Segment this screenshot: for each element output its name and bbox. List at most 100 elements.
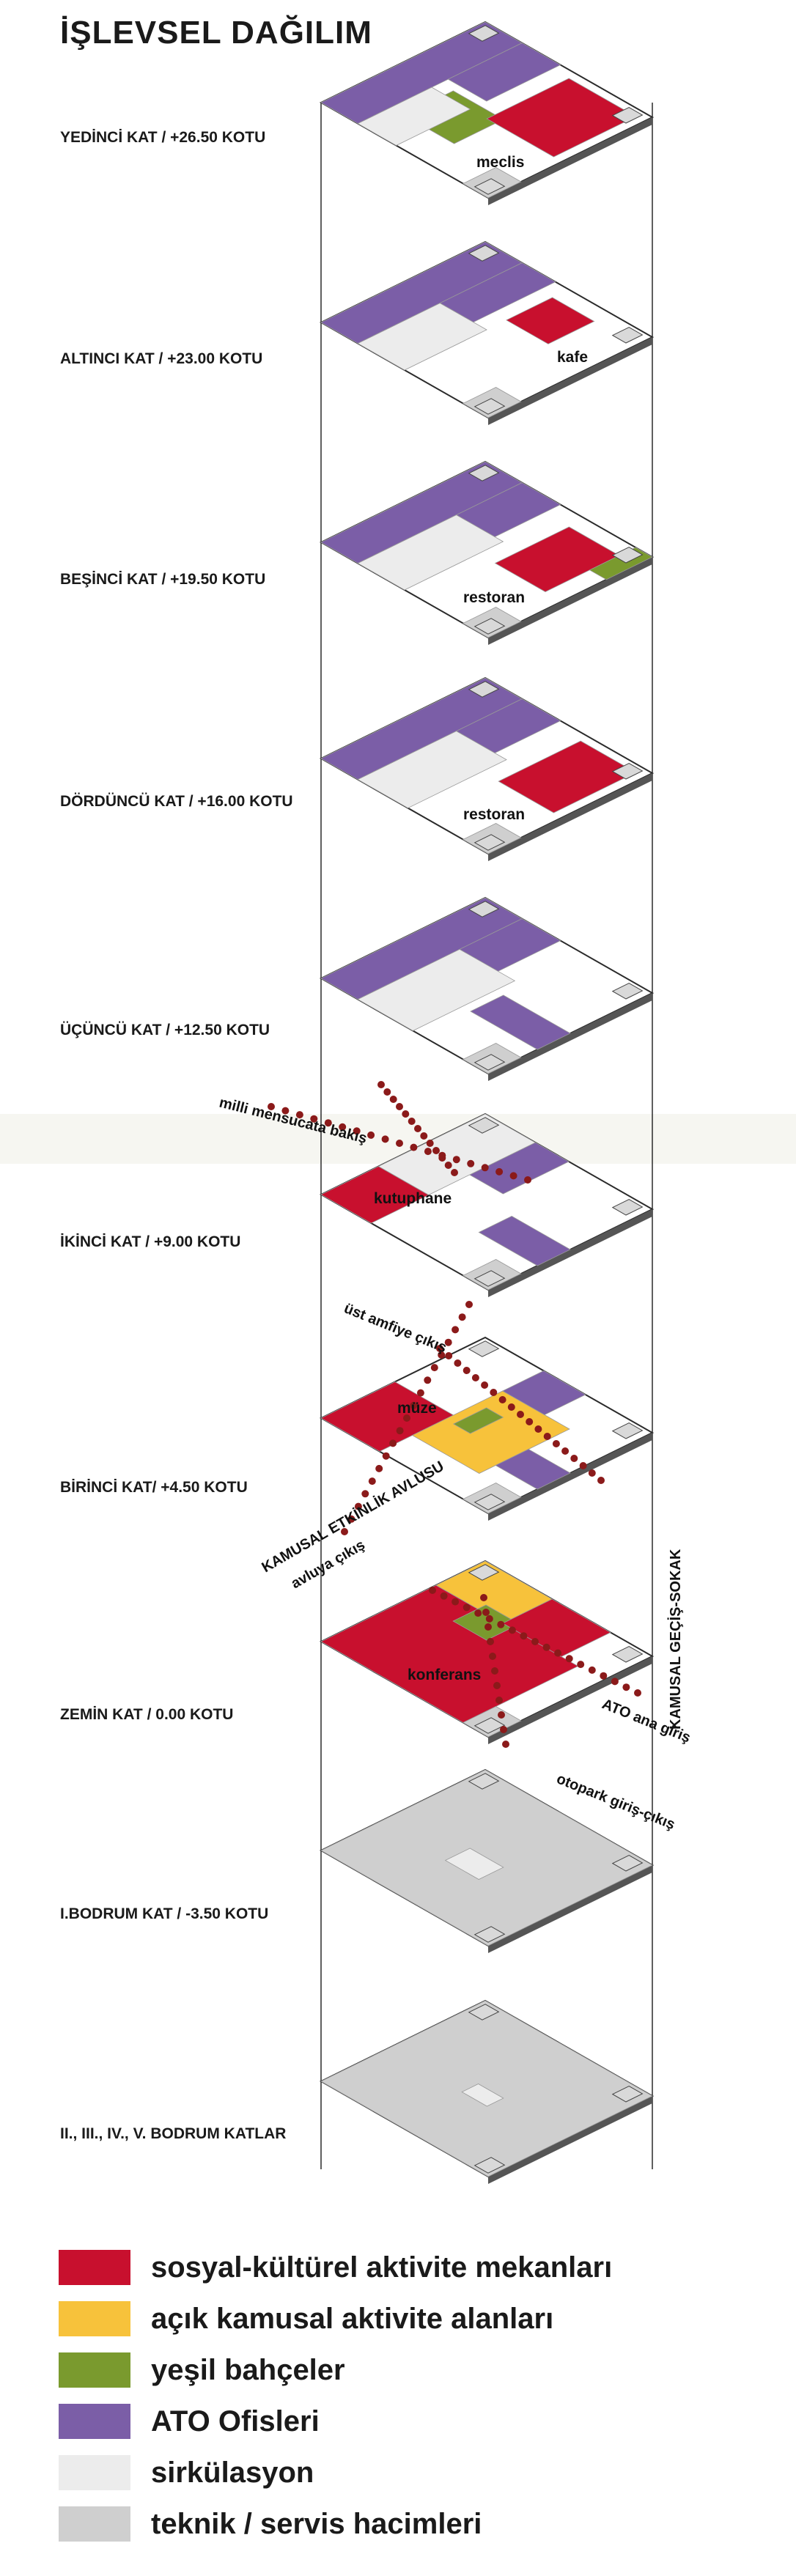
path-dot: [268, 1103, 275, 1110]
floor-label-2: İKİNCİ KAT / +9.00 KOTU: [60, 1233, 241, 1250]
annotation-gecis-sokak: KAMUSAL GEÇİŞ-SOKAK: [667, 1549, 684, 1730]
legend-swatch-social: [59, 2250, 130, 2285]
zone-circulation: [444, 1848, 504, 1880]
zone-circulation: [357, 514, 504, 591]
zone-circulation: [357, 731, 507, 809]
view-path-2: [268, 1103, 531, 1184]
floor-edge: [488, 1865, 652, 1953]
floor-edge: [488, 2096, 652, 2184]
space-label-konferans: konferans: [408, 1667, 481, 1683]
entry-path: [429, 1587, 641, 1697]
path-dot: [382, 1452, 390, 1460]
path-dot: [424, 1148, 432, 1156]
path-dot: [500, 1726, 507, 1733]
legend-item-office: ATO Ofisleri: [59, 2404, 320, 2439]
path-dot: [424, 1376, 432, 1384]
path-dot: [295, 1111, 303, 1119]
path-dot: [414, 1125, 421, 1132]
path-dot: [495, 1167, 504, 1176]
stair-core: [611, 327, 644, 344]
stair-core: [473, 1494, 506, 1510]
path-dot: [354, 1502, 362, 1510]
path-dot: [451, 1169, 458, 1176]
stair-core: [473, 1270, 506, 1287]
stair-core: [468, 25, 500, 42]
floor-label-7: YEDİNCİ KAT / +26.50 KOTU: [60, 129, 266, 146]
space-label-muze: müze: [397, 1400, 437, 1417]
path-dot: [347, 1515, 355, 1523]
floor-plate-9: [319, 1999, 655, 2184]
stair-core: [468, 1773, 500, 1790]
space-label-kafe: kafe: [557, 349, 588, 366]
space-label-restoran-5: restoran: [463, 589, 525, 606]
stair-core: [468, 681, 500, 698]
path-dot: [454, 1359, 462, 1367]
legend-swatch-green: [59, 2352, 130, 2388]
path-dot: [458, 1313, 466, 1321]
floor-plate-3: [319, 676, 655, 861]
path-dot: [440, 1592, 448, 1600]
stair-core: [611, 983, 644, 1000]
floor-plate-6: [319, 1336, 655, 1521]
path-dot: [484, 1623, 492, 1631]
space-label-kutuphane: kutuphane: [374, 1190, 452, 1207]
path-dot: [452, 1156, 460, 1164]
path-dot: [389, 1096, 397, 1103]
view-band: [0, 1114, 796, 1164]
path-dot: [429, 1587, 436, 1594]
zone-circulation: [357, 86, 471, 146]
stair-core: [611, 763, 644, 780]
legend-swatch-service: [59, 2506, 130, 2542]
path-dot: [509, 1172, 517, 1180]
legend-label-service: teknik / servis hacimleri: [151, 2507, 482, 2540]
path-dot: [396, 1140, 403, 1147]
path-dot: [524, 1176, 531, 1184]
path-dot: [410, 1143, 418, 1151]
stair-core: [473, 178, 506, 195]
legend-item-public: açık kamusal aktivite alanları: [59, 2301, 553, 2336]
zone-green: [452, 1407, 504, 1434]
path-dot: [622, 1683, 630, 1691]
floor-label-basements: II., III., IV., V. BODRUM KATLAR: [60, 2125, 287, 2142]
annotation-ust-amfiye: üst amfiye çıkış: [342, 1300, 449, 1356]
path-dot: [634, 1689, 641, 1697]
stair-core: [611, 1199, 644, 1216]
path-dot: [420, 1132, 428, 1140]
floor-label-5: BEŞİNCİ KAT / +19.50 KOTU: [60, 571, 266, 588]
floor-edge: [488, 993, 652, 1081]
space-label-restoran-4: restoran: [463, 806, 525, 823]
floor-plate-2: [319, 460, 655, 645]
path-dot: [465, 1301, 473, 1308]
floor-edge: [488, 337, 652, 425]
path-dot: [375, 1464, 383, 1472]
floor-plate-0: [319, 21, 655, 205]
stair-core: [468, 901, 500, 918]
path-dot: [552, 1440, 560, 1447]
stair-core: [473, 1926, 506, 1943]
path-dot: [493, 1682, 501, 1689]
stair-core: [468, 1117, 500, 1134]
legend-swatch-public: [59, 2301, 130, 2336]
path-dot: [495, 1697, 503, 1704]
path-dot: [579, 1462, 587, 1469]
path-dot: [452, 1326, 460, 1334]
path-dot: [396, 1427, 404, 1435]
zone-circulation: [357, 303, 487, 371]
path-dot: [361, 1490, 369, 1498]
floor-label-1: BİRİNCİ KAT/ +4.50 KOTU: [60, 1479, 248, 1496]
path-dot: [408, 1118, 416, 1125]
path-dot: [368, 1477, 376, 1486]
path-dot: [377, 1081, 385, 1088]
legend-label-office: ATO Ofisleri: [151, 2405, 320, 2437]
axonometric-diagram: meclis kafe restoran restoran kutuphane …: [0, 21, 796, 2184]
floor-plate-8: [319, 1768, 655, 1953]
floor-plate-4: [319, 896, 655, 1081]
stair-path: [480, 1594, 509, 1748]
path-dot: [597, 1477, 605, 1484]
zone-public: [411, 1390, 570, 1474]
path-dot: [491, 1667, 498, 1675]
legend-label-green: yeşil bahçeler: [151, 2353, 345, 2386]
path-dot: [467, 1159, 475, 1167]
zone-office: [447, 43, 561, 102]
path-dot: [353, 1127, 361, 1135]
